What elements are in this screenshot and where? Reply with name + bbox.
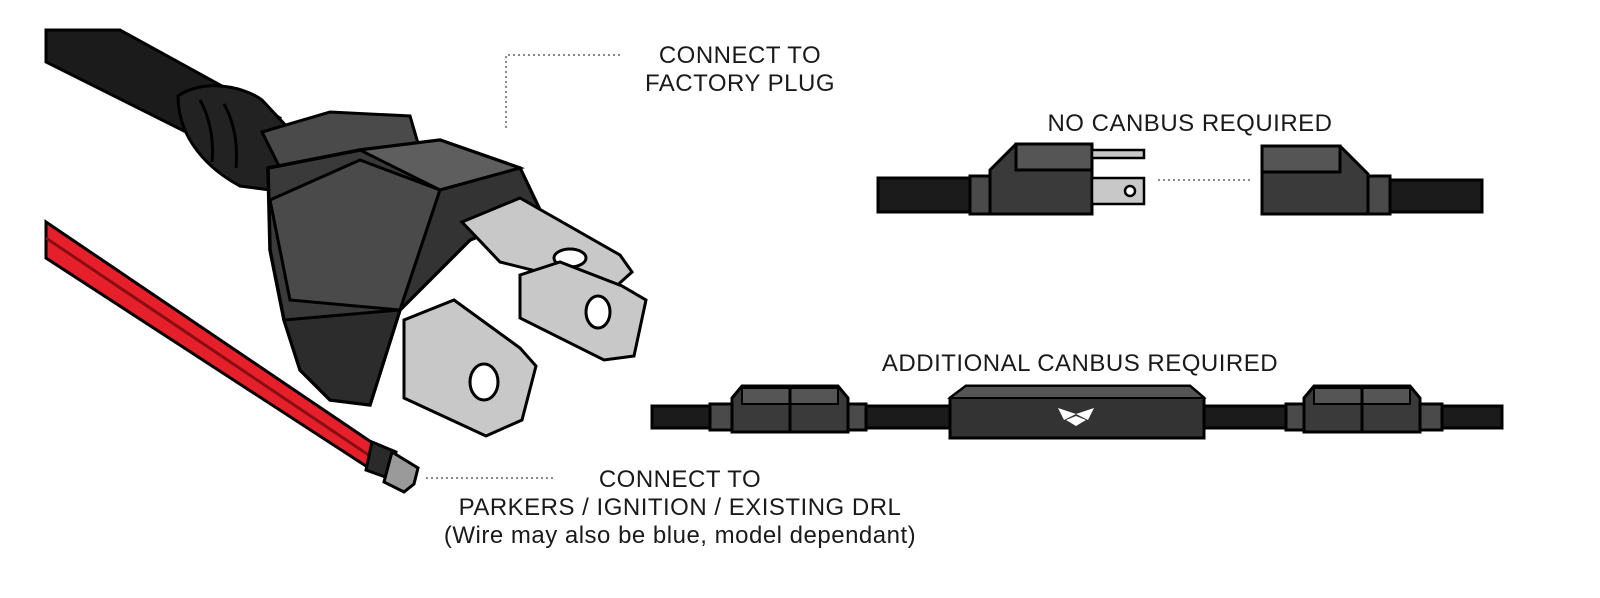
leader-lines [426,54,1250,479]
parkers-label-line2: PARKERS / IGNITION / EXISTING DRL [458,494,902,521]
plug-prong-right [518,260,648,362]
additional-canbus-illustration [650,384,1504,440]
parkers-label: CONNECT TO PARKERS / IGNITION / EXISTING… [380,466,980,550]
plug-prong-top [459,196,634,292]
plug-prong-bottom [402,298,538,438]
factory-plug-label-line2: FACTORY PLUG [644,70,836,97]
factory-plug-label-line1: CONNECT TO [658,42,822,69]
no-canbus-label: NO CANBUS REQUIRED [1047,110,1333,137]
red-wire-illustration [44,219,420,494]
parkers-label-line3: (Wire may also be blue, model dependant) [443,522,917,549]
winged-emblem-icon [1058,408,1094,426]
parkers-label-line1: CONNECT TO [598,466,762,493]
factory-plug-label: CONNECT TO FACTORY PLUG [600,42,880,98]
factory-plug-illustration [44,28,648,438]
no-canbus-illustration [876,142,1484,216]
additional-canbus-label: ADDITIONAL CANBUS REQUIRED [881,350,1279,377]
wire-tip [382,449,420,494]
